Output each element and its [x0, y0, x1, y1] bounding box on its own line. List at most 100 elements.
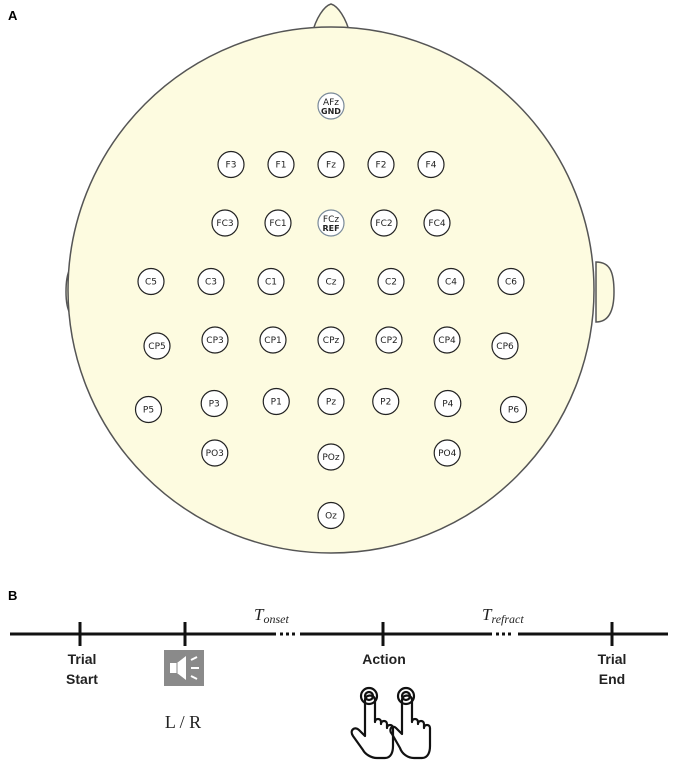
electrode-label: C1 — [265, 278, 277, 288]
electrode-label: C2 — [385, 278, 397, 288]
trial-start-line2: Start — [66, 671, 98, 687]
electrode-circle — [372, 387, 400, 416]
electrode-label: P4 — [442, 400, 453, 410]
electrode-circle — [375, 326, 403, 354]
electrode-p2: P2 — [372, 387, 400, 416]
panel-a-label: A — [8, 8, 18, 23]
electrode-circle — [423, 209, 451, 237]
electrode-circle — [317, 501, 345, 530]
t-onset-label: Tonset — [254, 605, 289, 626]
electrode-fc3: FC3 — [211, 209, 239, 237]
electrode-po3: PO3 — [201, 439, 229, 467]
electrode-p1: P1 — [262, 387, 290, 416]
panel-b-label: B — [8, 588, 18, 603]
electrode-label: FCz — [323, 215, 339, 225]
electrode-f3: F3 — [217, 150, 245, 179]
electrode-circle — [201, 326, 229, 354]
electrode-label: CP2 — [380, 336, 397, 346]
electrode-label: P6 — [508, 406, 519, 416]
electrode-circle — [367, 150, 395, 179]
electrode-circle — [217, 150, 245, 179]
electrode-circle — [259, 326, 287, 354]
electrode-circle — [433, 439, 461, 467]
electrode-circle — [317, 150, 345, 179]
electrode-circle — [264, 209, 292, 237]
electrode-label: CP5 — [148, 342, 165, 352]
electrode-circle — [211, 209, 239, 237]
electrode-circle — [137, 267, 165, 296]
electrode-label: C6 — [505, 278, 517, 288]
electrode-fz: Fz — [317, 150, 345, 179]
electrode-circle — [434, 389, 462, 418]
electrode-label: C3 — [205, 278, 217, 288]
electrode-label: F1 — [276, 161, 287, 171]
electrode-label: CP6 — [496, 342, 514, 352]
electrode-circle — [433, 326, 461, 354]
finger-tap-hands-icon — [350, 686, 432, 760]
electrode-f2: F2 — [367, 150, 395, 179]
electrode-label: AFz — [323, 98, 339, 108]
electrode-circle — [317, 387, 345, 416]
electrode-f4: F4 — [417, 150, 445, 179]
trial-end-line1: Trial — [598, 651, 627, 667]
electrode-p4: P4 — [434, 389, 462, 418]
trial-end-line2: End — [599, 671, 625, 687]
electrode-label: Cz — [325, 278, 336, 288]
electrode-circle — [417, 150, 445, 179]
electrode-sublabel: GND — [321, 107, 341, 116]
electrode-label: C5 — [145, 278, 157, 288]
electrode-circle — [134, 395, 163, 424]
electrode-cp2: CP2 — [375, 326, 403, 354]
electrode-cp4: CP4 — [433, 326, 461, 354]
electrode-label: C4 — [445, 278, 457, 288]
electrode-c2: C2 — [377, 267, 405, 296]
electrode-c3: C3 — [197, 267, 225, 296]
cue-lr-label: L / R — [165, 712, 201, 732]
electrode-circle — [267, 150, 295, 179]
electrode-fc1: FC1 — [264, 209, 292, 237]
electrode-p5: P5 — [134, 395, 163, 424]
electrode-circle — [491, 332, 519, 360]
electrode-circle — [317, 443, 345, 471]
electrode-label: CP4 — [438, 336, 456, 346]
electrode-circle — [437, 267, 465, 296]
electrode-cp5: CP5 — [143, 332, 171, 360]
electrode-label: FC2 — [375, 219, 392, 229]
electrode-label: Pz — [326, 398, 336, 408]
electrode-p3: P3 — [200, 389, 228, 418]
electrode-label: P2 — [380, 398, 391, 408]
electrode-label: F2 — [376, 161, 387, 171]
electrode-label: FC1 — [269, 219, 286, 229]
electrode-circle — [370, 209, 398, 237]
electrode-circle — [317, 326, 345, 354]
electrode-oz: Oz — [317, 501, 345, 530]
electrode-label: F4 — [426, 161, 437, 171]
electrode-label: FC3 — [216, 219, 233, 229]
right-hand-icon — [389, 686, 432, 760]
electrode-c5: C5 — [137, 267, 165, 296]
electrode-circle — [317, 267, 345, 296]
electrode-label: Fz — [326, 161, 336, 171]
action-label: Action — [362, 651, 406, 667]
electrode-circle — [143, 332, 171, 360]
electrode-poz: POz — [317, 443, 345, 471]
electrode-label: FC4 — [428, 219, 445, 229]
electrode-c6: C6 — [497, 267, 525, 296]
electrode-label: CPz — [323, 336, 340, 346]
electrode-cp1: CP1 — [259, 326, 287, 354]
electrode-circle — [317, 209, 345, 237]
electrode-c1: C1 — [257, 267, 285, 296]
electrode-circle — [200, 389, 228, 418]
electrode-label: P3 — [209, 400, 220, 410]
electrode-f1: F1 — [267, 150, 295, 179]
electrode-sublabel: REF — [322, 224, 339, 233]
electrode-pz: Pz — [317, 387, 345, 416]
electrode-label: P1 — [271, 398, 282, 408]
electrode-circle — [499, 395, 528, 424]
electrode-label: PO3 — [206, 449, 224, 459]
